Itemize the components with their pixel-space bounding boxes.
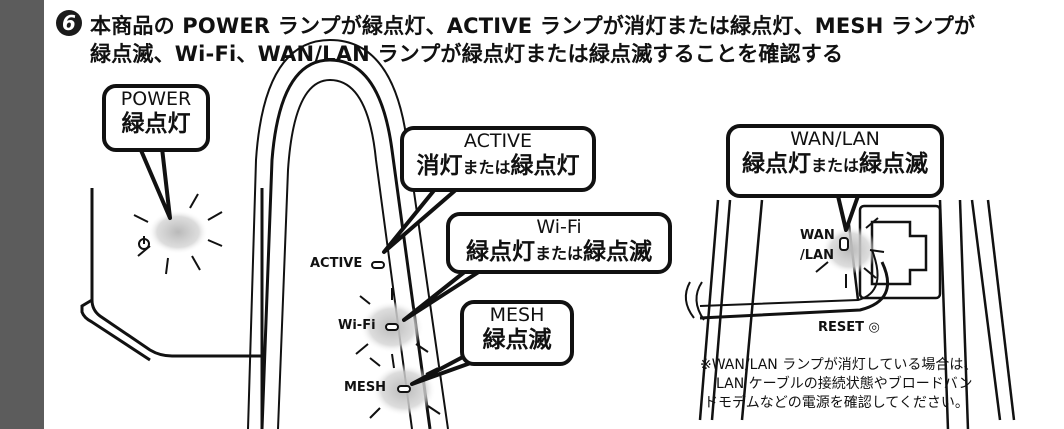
router-body xyxy=(247,38,449,429)
active-callout: ACTIVE 消灯または緑点灯 xyxy=(400,126,596,192)
wifi-led xyxy=(385,323,399,331)
mesh-led xyxy=(397,385,411,393)
step-number-badge: 6 xyxy=(56,10,82,36)
active-led xyxy=(371,261,385,269)
power-callout-state: 緑点灯 xyxy=(121,111,191,137)
reset-button-label: RESET ◎ xyxy=(818,320,880,335)
wanlan-led xyxy=(839,237,849,251)
note-line-3: ドモデムなどの電源を確認してください。 xyxy=(704,395,969,411)
active-callout-label: ACTIVE xyxy=(463,130,533,152)
note-line-2: LAN ケーブルの接続状態やブロードバン xyxy=(716,376,973,392)
wan-port-label: WAN xyxy=(800,228,835,243)
wanlan-callout-label: WAN/LAN xyxy=(790,128,880,150)
wifi-callout-state: 緑点灯または緑点滅 xyxy=(465,239,652,265)
mesh-callout-state: 緑点滅 xyxy=(482,327,552,353)
wanlan-callout: WAN/LAN 緑点灯または緑点滅 xyxy=(726,124,944,198)
mesh-callout-label: MESH xyxy=(489,304,545,326)
led-glow-rays xyxy=(355,288,441,419)
lan-port-label: /LAN xyxy=(800,248,834,263)
power-callout: POWER 緑点灯 xyxy=(102,84,210,152)
active-callout-state: 消灯または緑点灯 xyxy=(416,153,580,179)
wifi-callout: Wi-Fi 緑点灯または緑点滅 xyxy=(446,212,672,274)
heading-line-2: 緑点滅、Wi-Fi、WAN/LAN ランプが緑点灯または緑点滅することを確認する xyxy=(90,42,844,66)
wanlan-led-glow xyxy=(822,226,878,274)
wanlan-note: ※WAN/LAN ランプが消灯している場合は、 LAN ケーブルの接続状態やブロ… xyxy=(700,356,1060,413)
power-lamp-glow xyxy=(148,210,208,254)
wanlan-callout-state: 緑点灯または緑点滅 xyxy=(741,151,928,177)
active-led-label: ACTIVE xyxy=(310,256,363,271)
left-margin-bar xyxy=(0,0,44,429)
heading-line-1: 本商品の POWER ランプが緑点灯、ACTIVE ランプが消灯または緑点灯、M… xyxy=(90,14,976,38)
mesh-callout: MESH 緑点滅 xyxy=(460,300,574,366)
power-glow-rays xyxy=(133,193,223,275)
wifi-callout-label: Wi-Fi xyxy=(536,216,582,238)
mesh-led-label: MESH xyxy=(344,380,387,395)
lan-cable xyxy=(684,249,890,321)
note-line-1: ※WAN/LAN ランプが消灯している場合は、 xyxy=(700,357,978,373)
power-callout-label: POWER xyxy=(120,88,192,110)
wifi-led-label: Wi-Fi xyxy=(338,318,376,333)
